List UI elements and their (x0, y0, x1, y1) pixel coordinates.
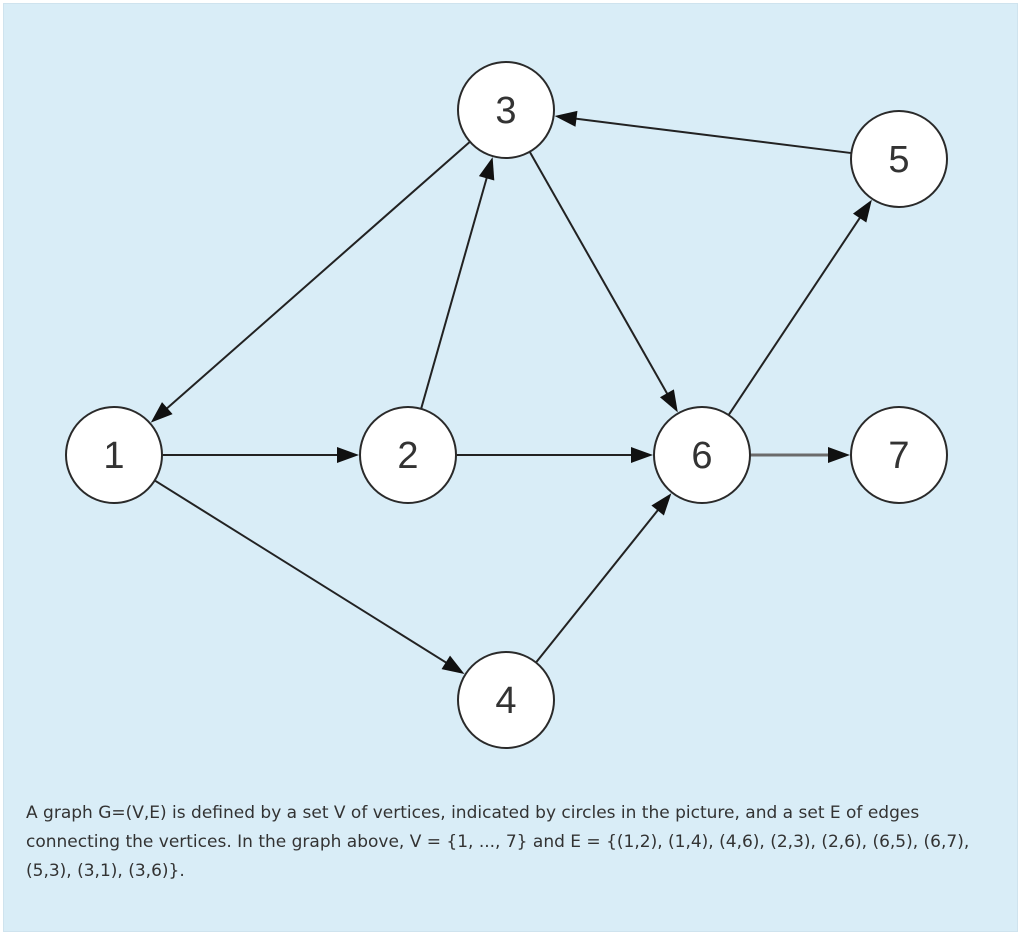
node-label: 4 (495, 680, 516, 722)
edge-2-3 (420, 157, 495, 410)
node-1: 1 (65, 406, 163, 504)
arrowhead (441, 655, 465, 675)
edge-6-5 (727, 199, 872, 416)
edge-4-6 (535, 493, 672, 664)
node-label: 3 (495, 90, 516, 132)
arrowhead (853, 199, 872, 223)
node-3: 3 (457, 61, 555, 159)
arrowhead (554, 110, 578, 127)
edge-6-7 (750, 447, 850, 463)
edge-line (574, 117, 852, 155)
edge-line (528, 151, 669, 396)
node-label: 5 (888, 139, 909, 181)
edges-layer (150, 110, 872, 675)
edge-3-1 (150, 140, 471, 423)
diagram-panel: 1 2 3 4 5 6 7 A graph G=(V,E) is defined by a … (3, 3, 1018, 932)
node-7: 7 (850, 406, 948, 504)
edge-line (165, 140, 471, 411)
arrowhead (337, 447, 359, 463)
edge-5-3 (554, 110, 852, 155)
edge-3-6 (528, 151, 678, 413)
node-label: 7 (888, 435, 909, 477)
arrowhead (659, 389, 678, 413)
node-circle (457, 61, 555, 159)
edge-line (420, 176, 489, 410)
nodes-layer: 1 2 3 4 5 6 7 (65, 61, 948, 749)
node-4: 4 (457, 651, 555, 749)
edge-line (535, 508, 660, 664)
node-2: 2 (359, 406, 457, 504)
node-circle (359, 406, 457, 504)
arrowhead (828, 447, 850, 463)
edge-line (154, 479, 449, 665)
node-circle (457, 651, 555, 749)
edge-2-6 (456, 447, 653, 463)
node-circle (65, 406, 163, 504)
node-circle (850, 110, 948, 208)
arrowhead (478, 157, 495, 181)
node-6: 6 (653, 406, 751, 504)
arrowhead (631, 447, 653, 463)
directed-graph-diagram: 1 2 3 4 5 6 7 (65, 61, 948, 749)
node-label: 2 (397, 435, 418, 477)
node-label: 1 (103, 435, 124, 477)
node-label: 6 (691, 435, 712, 477)
arrowhead (150, 402, 173, 423)
node-5: 5 (850, 110, 948, 208)
graph-caption: A graph G=(V,E) is defined by a set V of… (26, 803, 970, 881)
node-circle (850, 406, 948, 504)
arrowhead (651, 493, 672, 516)
edge-1-2 (162, 447, 359, 463)
edge-1-4 (154, 479, 465, 675)
edge-line (727, 215, 862, 416)
node-circle (653, 406, 751, 504)
